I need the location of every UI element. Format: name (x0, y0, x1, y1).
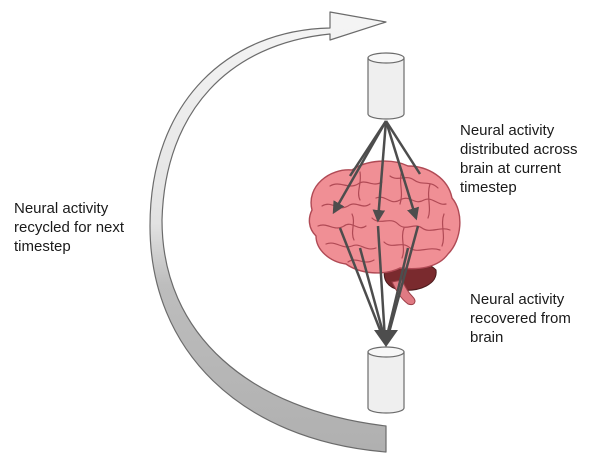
distributed-label-line: distributed across (460, 140, 578, 159)
brain-icon (309, 161, 460, 304)
recycled-label: Neural activity recycled for next timest… (14, 199, 124, 256)
recovered-label-line: Neural activity (470, 290, 571, 309)
distributed-label-line: Neural activity (460, 121, 578, 140)
recycled-label-line: Neural activity (14, 199, 124, 218)
recycled-label-line: timestep (14, 237, 124, 256)
distributed-label: Neural activity distributed across brain… (460, 121, 578, 197)
recycled-label-line: recycled for next (14, 218, 124, 237)
recovered-label: Neural activity recovered from brain (470, 290, 571, 347)
recovered-label-line: brain (470, 328, 571, 347)
output-cylinder-icon (368, 347, 404, 413)
distributed-label-line: brain at current (460, 159, 578, 178)
recovery-arrowhead (374, 330, 398, 347)
input-cylinder-icon (368, 53, 404, 119)
recovered-label-line: recovered from (470, 309, 571, 328)
distributed-label-line: timestep (460, 178, 578, 197)
